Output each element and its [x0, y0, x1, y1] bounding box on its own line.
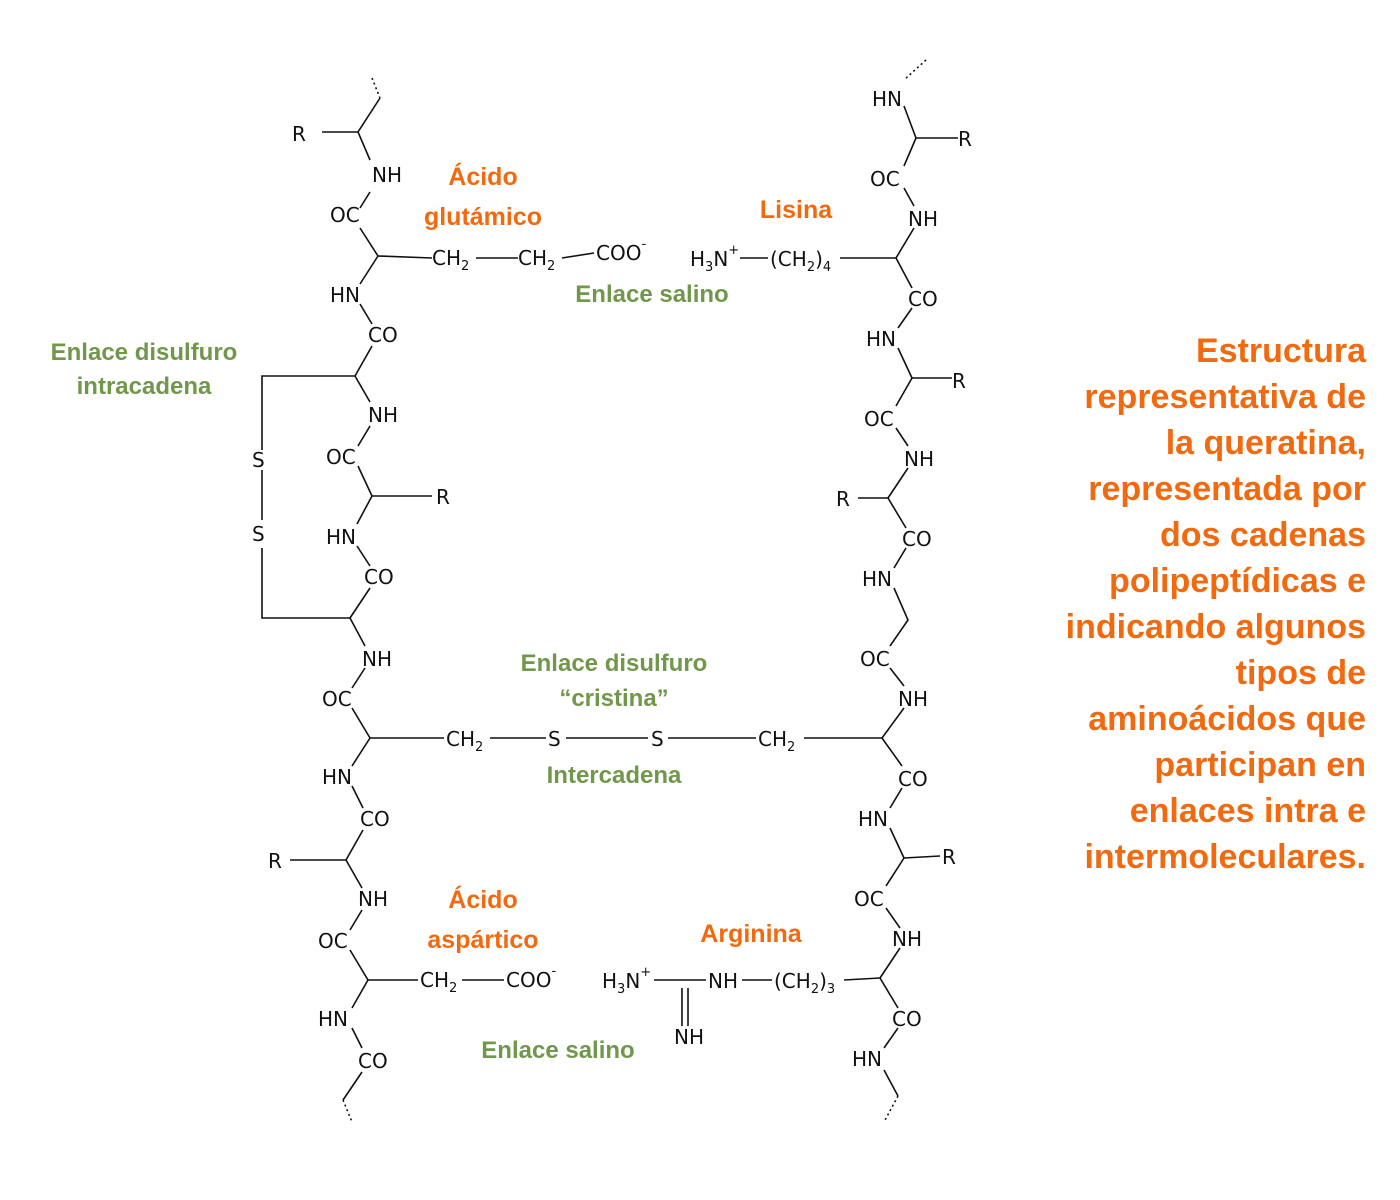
amide-HN: HN: [326, 525, 356, 549]
amide-HN: HN: [872, 87, 902, 111]
amino-acid-labels: Ácido glutámico Lisina Ácido aspártico A…: [424, 162, 833, 954]
R-group: R: [958, 127, 972, 151]
R-group: R: [836, 487, 850, 511]
description-line: representativa de: [1084, 378, 1366, 416]
carbonyl-OC: OC: [864, 407, 894, 431]
label-acido-glutamico-line2: glutámico: [424, 203, 542, 231]
description-line: participan en: [1154, 746, 1366, 784]
label-acido-aspartico-line2: aspártico: [427, 926, 538, 954]
carbonyl-OC: OC: [870, 167, 900, 191]
description-line: enlaces intra e: [1130, 792, 1366, 830]
R-group: R: [268, 849, 282, 873]
sulfur-atom: S: [252, 522, 265, 546]
carbonyl-OC: OC: [854, 887, 884, 911]
label-enlace-salino-top: Enlace salino: [575, 281, 728, 308]
description-line: la queratina,: [1166, 424, 1366, 462]
description-line: intermoleculares.: [1084, 838, 1366, 876]
amide-HN: HN: [866, 327, 896, 351]
propylene-CH2-3: (CH2)3: [774, 969, 835, 997]
description-line: tipos de: [1236, 654, 1366, 692]
label-disulfuro-cistina-line2: “cristina”: [559, 685, 668, 712]
R-group: R: [292, 122, 306, 146]
carbonyl-CO: CO: [364, 565, 394, 589]
carbonyl-OC: OC: [330, 203, 360, 227]
amide-NH: NH: [362, 647, 392, 671]
butylene-CH2-4: (CH2)4: [770, 247, 831, 275]
description-line: Estructura: [1196, 332, 1367, 370]
amide-NH: NH: [358, 887, 388, 911]
methylene-CH2: CH2: [432, 246, 469, 274]
label-acido-glutamico-line1: Ácido: [448, 162, 517, 191]
amide-HN: HN: [862, 567, 892, 591]
methylene-CH2: CH2: [446, 727, 483, 755]
amide-NH: NH: [898, 687, 928, 711]
carbonyl-OC: OC: [326, 445, 356, 469]
label-intercadena: Intercadena: [547, 762, 682, 789]
carbonyl-OC: OC: [318, 929, 348, 953]
label-arginina: Arginina: [700, 920, 802, 948]
carbonyl-OC: OC: [860, 647, 890, 671]
methylene-CH2: CH2: [758, 727, 795, 755]
aspartic-side-chain: CH2 COO-: [420, 964, 556, 996]
label-disulfuro-cistina-line1: Enlace disulfuro: [521, 650, 708, 677]
sulfur-atom: S: [252, 448, 265, 472]
label-disulfuro-intra-line1: Enlace disulfuro: [51, 339, 238, 366]
methylene-CH2: CH2: [420, 968, 457, 996]
amide-NH: NH: [904, 447, 934, 471]
carbonyl-CO: CO: [368, 323, 398, 347]
ammonium-H3N: H3N+: [602, 965, 651, 997]
carboxylate-COO: COO-: [596, 237, 646, 265]
inter-disulfide-atoms: CH2 S S CH2: [446, 727, 795, 755]
carboxylate-COO: COO-: [506, 964, 556, 992]
description-line: representada por: [1088, 470, 1366, 508]
R-group: R: [436, 485, 450, 509]
label-enlace-salino-bottom: Enlace salino: [481, 1037, 634, 1064]
ammonium-H3N: H3N+: [690, 243, 739, 275]
arginine-side-chain: H3N+ NH (CH2)3 NH: [602, 965, 835, 1049]
description-line: aminoácidos que: [1088, 700, 1366, 738]
label-acido-aspartico-line1: Ácido: [448, 885, 517, 914]
amide-NH: NH: [908, 207, 938, 231]
right-chain: HN R OC NH CO HN R OC NH R CO HN OC NH C…: [836, 87, 972, 1071]
left-chain: R NH OC HN CO NH OC R HN CO NH OC HN CO …: [268, 122, 450, 1073]
intra-disulfide-atoms: S S: [252, 448, 265, 546]
carbonyl-CO: CO: [898, 767, 928, 791]
bonds: [261, 59, 958, 1123]
label-disulfuro-intra-line2: intracadena: [77, 373, 212, 400]
glutamic-side-chain: CH2 CH2 COO-: [432, 237, 646, 274]
sulfur-atom: S: [548, 727, 561, 751]
imine-NH: NH: [674, 1025, 704, 1049]
bond-type-labels: Enlace salino Enlace disulfuro intracade…: [51, 281, 729, 1064]
methylene-CH2: CH2: [518, 246, 555, 274]
carbonyl-CO: CO: [908, 287, 938, 311]
amide-HN: HN: [858, 807, 888, 831]
description-line: indicando algunos: [1066, 608, 1366, 646]
description-line: dos cadenas: [1160, 516, 1366, 554]
description-line: polipeptídicas e: [1109, 562, 1366, 600]
amide-HN: HN: [322, 765, 352, 789]
carbonyl-OC: OC: [322, 687, 352, 711]
amide-NH: NH: [372, 163, 402, 187]
label-lisina: Lisina: [760, 196, 833, 224]
carbonyl-CO: CO: [358, 1049, 388, 1073]
amide-HN: HN: [330, 283, 360, 307]
amide-HN: HN: [852, 1047, 882, 1071]
amide-HN: HN: [318, 1007, 348, 1031]
description-text: Estructura representativa de la queratin…: [1066, 332, 1367, 876]
carbonyl-CO: CO: [360, 807, 390, 831]
carbonyl-CO: CO: [902, 527, 932, 551]
R-group: R: [942, 845, 956, 869]
guanidino-NH: NH: [708, 969, 738, 993]
R-group: R: [952, 369, 966, 393]
amide-NH: NH: [892, 927, 922, 951]
carbonyl-CO: CO: [892, 1007, 922, 1031]
amide-NH: NH: [368, 403, 398, 427]
sulfur-atom: S: [651, 727, 664, 751]
lysine-side-chain: H3N+ (CH2)4: [690, 243, 831, 275]
